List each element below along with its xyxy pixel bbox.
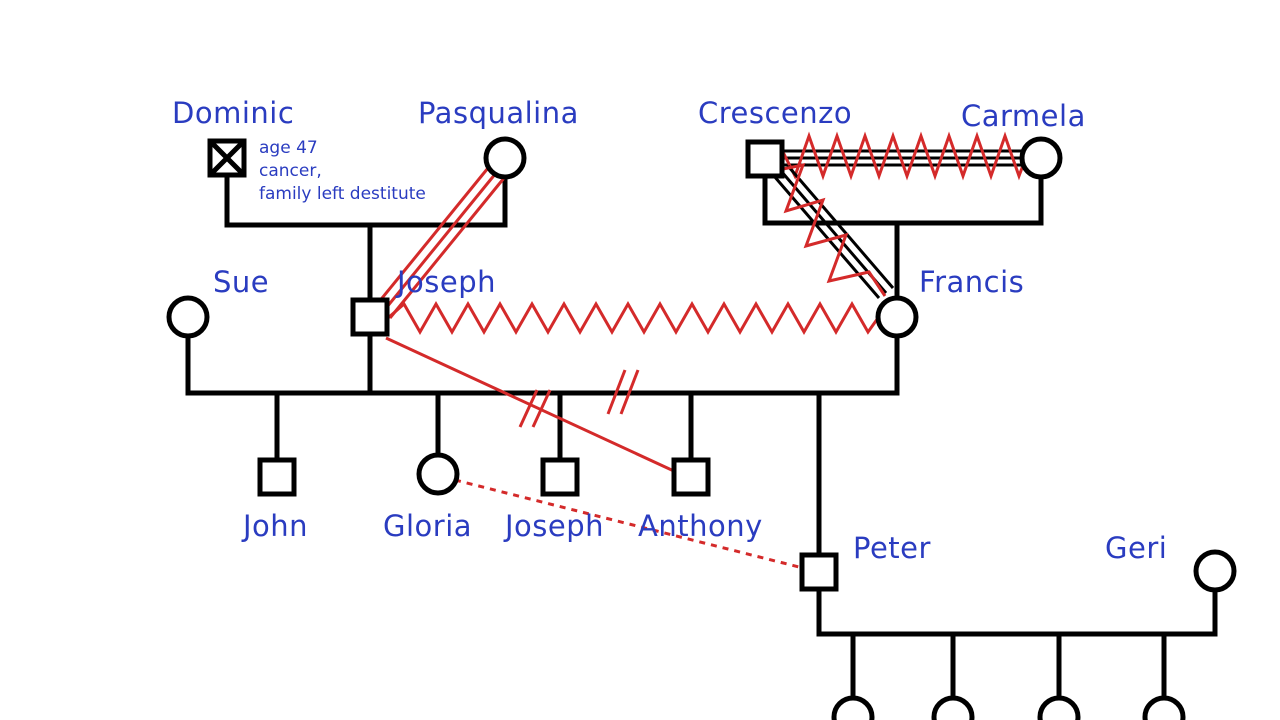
person-geri-symbol[interactable] <box>1193 549 1237 593</box>
person-anthony-symbol[interactable] <box>671 457 711 497</box>
label-peter: Peter <box>853 531 931 565</box>
relation-cutoff-joseph-anthony <box>385 336 677 474</box>
relation-conflict-crescenzo-carmela <box>780 131 1027 181</box>
label-francis: Francis <box>919 265 1024 299</box>
note-dominic-line-1: age 47 <box>259 138 318 158</box>
label-carmela: Carmela <box>961 99 1086 133</box>
marriage-line-peter-geri <box>816 586 1218 637</box>
person-john-symbol[interactable] <box>257 457 297 497</box>
person-gloria-symbol[interactable] <box>416 452 460 496</box>
person-dominic-symbol[interactable] <box>207 138 247 178</box>
marriage-line-crescenzo-carmela <box>762 173 1044 226</box>
person-child-2-symbol[interactable] <box>931 695 975 720</box>
label-joseph-sr: Joseph <box>395 265 496 299</box>
relation-conflict-crescenzo-francis <box>772 163 895 299</box>
label-geri: Geri <box>1105 531 1167 565</box>
person-child-3-symbol[interactable] <box>1037 695 1081 720</box>
label-gloria: Gloria <box>383 509 472 543</box>
relation-fused-pasqualina-joseph <box>372 167 506 319</box>
person-joseph-jr-symbol[interactable] <box>540 457 580 497</box>
person-sue-symbol[interactable] <box>166 295 210 339</box>
label-anthony: Anthony <box>638 509 763 543</box>
relation-cutoff-mark-union <box>606 369 640 415</box>
label-sue: Sue <box>213 265 269 299</box>
note-dominic-line-3: family left destitute <box>259 184 426 204</box>
person-carmela-symbol[interactable] <box>1019 136 1063 180</box>
person-crescenzo-symbol[interactable] <box>745 139 785 179</box>
person-child-4-symbol[interactable] <box>1142 695 1186 720</box>
label-crescenzo: Crescenzo <box>698 96 852 130</box>
person-francis-symbol[interactable] <box>875 295 919 339</box>
relation-conflict-joseph-francis <box>387 300 880 336</box>
label-pasqualina: Pasqualina <box>418 96 579 130</box>
label-john: John <box>241 509 308 543</box>
marriage-line-dominic-pasqualina <box>224 172 508 228</box>
family-lines <box>185 172 1218 703</box>
note-dominic-line-2: cancer, <box>259 161 322 181</box>
person-joseph-sr-symbol[interactable] <box>350 297 390 337</box>
person-pasqualina-symbol[interactable] <box>483 136 527 180</box>
label-joseph-jr: Joseph <box>503 509 604 543</box>
label-dominic: Dominic <box>172 96 294 130</box>
person-child-1-symbol[interactable] <box>831 695 875 720</box>
person-peter-symbol[interactable] <box>799 552 839 592</box>
